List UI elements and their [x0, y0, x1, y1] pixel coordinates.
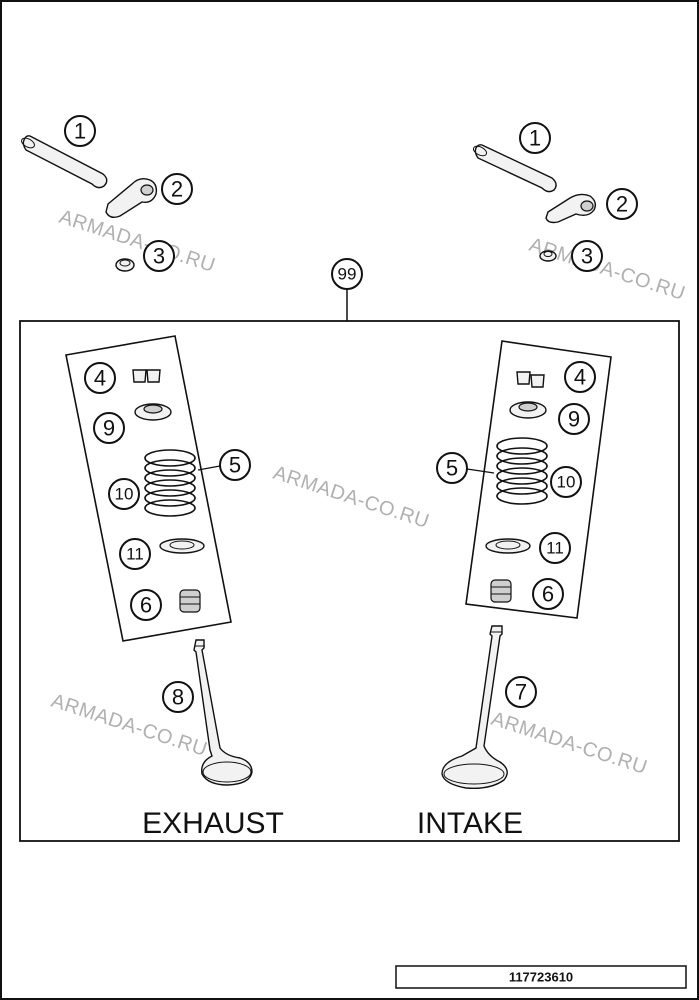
callout-5-intake: 5 [436, 452, 468, 484]
svg-text:4: 4 [94, 366, 106, 391]
valve-spring-intake [496, 437, 548, 505]
spring-seat-intake [485, 538, 531, 554]
svg-text:3: 3 [581, 244, 593, 269]
callout-3-right: 3 [571, 240, 603, 272]
callout-7: 7 [505, 676, 537, 708]
svg-text:2: 2 [171, 177, 183, 202]
svg-text:2: 2 [616, 192, 628, 217]
svg-text:6: 6 [542, 582, 554, 607]
spring-retainer-exhaust [134, 403, 172, 421]
callout-4-exhaust: 4 [84, 362, 116, 394]
callout-5-exhaust: 5 [219, 449, 251, 481]
exhaust-label: EXHAUST [142, 807, 284, 840]
valve-keepers-intake [516, 371, 545, 388]
watermark: ARMADA-CO.RU [488, 708, 650, 779]
intake-valve [441, 625, 508, 790]
callout-6-exhaust: 6 [130, 589, 162, 621]
adjuster-nut-left [115, 258, 135, 272]
watermark: ARMADA-CO.RU [56, 206, 218, 277]
svg-text:8: 8 [172, 685, 184, 710]
svg-text:11: 11 [546, 539, 564, 558]
svg-text:10: 10 [557, 473, 576, 492]
adjuster-nut-right [539, 250, 557, 262]
svg-text:9: 9 [568, 407, 580, 432]
rocker-arm-right [545, 193, 597, 224]
spring-retainer-intake [509, 401, 547, 419]
intake-label: INTAKE [417, 807, 523, 840]
kit-box [19, 320, 680, 842]
callout-1-left: 1 [64, 115, 96, 147]
callout-10-exhaust: 10 [108, 478, 140, 510]
svg-text:5: 5 [446, 456, 458, 481]
callout-11-exhaust: 11 [119, 538, 151, 570]
rocker-arm-left [105, 177, 158, 219]
leader-5-intake [466, 468, 495, 474]
callout-2-left: 2 [161, 173, 193, 205]
callout-6-intake: 6 [532, 578, 564, 610]
callout-8: 8 [162, 681, 194, 713]
svg-text:7: 7 [515, 680, 527, 705]
svg-text:99: 99 [338, 265, 357, 284]
leader-5-exhaust [197, 465, 221, 471]
spring-seat-exhaust [159, 538, 205, 554]
svg-text:1: 1 [529, 126, 541, 151]
rocker-shaft-right [472, 144, 557, 193]
svg-text:4: 4 [574, 365, 586, 390]
valve-keepers-exhaust [132, 369, 161, 383]
rocker-shaft-left [21, 135, 108, 189]
svg-text:11: 11 [126, 545, 144, 564]
svg-text:3: 3 [153, 244, 165, 269]
callout-10-intake: 10 [550, 466, 582, 498]
callout-9-intake: 9 [558, 403, 590, 435]
callout-99: 99 [331, 258, 363, 290]
exhaust-valve [193, 639, 253, 786]
svg-text:6: 6 [140, 593, 152, 618]
watermark: ARMADA-CO.RU [526, 234, 688, 305]
valve-stem-seal-intake [490, 579, 512, 603]
callout-1-right: 1 [519, 122, 551, 154]
svg-text:5: 5 [229, 453, 241, 478]
valve-stem-seal-exhaust [179, 589, 201, 613]
part-number-box [395, 965, 687, 989]
callout-2-right: 2 [606, 188, 638, 220]
svg-text:10: 10 [115, 485, 134, 504]
callout-3-left: 3 [143, 240, 175, 272]
part-number: 117723610 [509, 970, 573, 985]
intake-parts-panel [465, 340, 612, 619]
exhaust-parts-panel [65, 335, 232, 642]
callout-11-intake: 11 [539, 532, 571, 564]
watermark: ARMADA-CO.RU [270, 462, 432, 533]
svg-text:1: 1 [74, 119, 86, 144]
svg-text:9: 9 [103, 416, 115, 441]
callout-4-intake: 4 [564, 361, 596, 393]
callout-9-exhaust: 9 [93, 412, 125, 444]
valve-spring-exhaust [144, 449, 196, 517]
